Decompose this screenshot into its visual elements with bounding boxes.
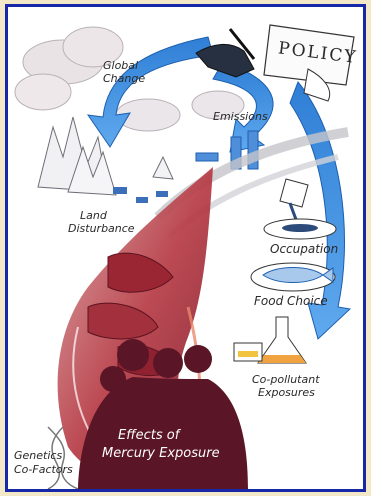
global-change-label-line2: Change [103,72,145,85]
genetics-label: Genetics [14,449,62,462]
effects-label: Effects of [118,428,182,443]
land-disturbance-label-line2: Disturbance [68,222,135,235]
effects-label-line2: Mercury Exposure [102,446,220,461]
emissions-label: Emissions [213,110,268,123]
illustration-frame: POLICY [5,4,366,492]
occupation-label: Occupation [270,242,338,256]
land-disturbance-label: Land [80,209,108,222]
genetics-label-line2: Co-Factors [14,463,73,476]
food-choice-label: Food Choice [254,294,328,308]
global-change-label: Global [103,59,138,72]
land-disturbance-vehicles [113,187,168,203]
copollutant-label-line2: Exposures [258,386,315,399]
copollutant-label: Co-pollutant [252,373,320,386]
flask-icon [234,317,306,363]
mercury-cycle-diagram: POLICY [8,7,363,489]
fish-plate-icon [251,263,335,291]
